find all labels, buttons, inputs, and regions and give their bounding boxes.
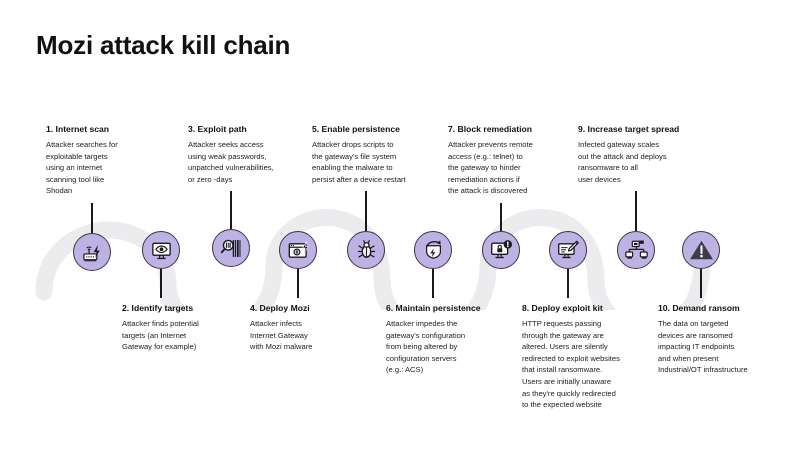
step-title-6: 6. Maintain persistence <box>386 303 481 313</box>
step-body-1: Attacker searches for exploitable target… <box>46 140 118 196</box>
step-title-5: 5. Enable persistence <box>312 124 400 134</box>
step-node-10[interactable] <box>682 231 720 269</box>
network-spread-icon <box>624 239 648 262</box>
step-body-4: Attacker infects Internet Gateway with M… <box>250 319 313 352</box>
page-title: Mozi attack kill chain <box>36 30 291 60</box>
step-body-3: Attacker seeks access using weak passwor… <box>188 140 274 184</box>
shield-bolt-arrow-icon <box>422 239 445 262</box>
step-body-6: Attacker impedes the gateway's configura… <box>386 319 466 375</box>
step-body-8: HTTP requests passing through the gatewa… <box>522 319 620 410</box>
connector-line <box>230 191 232 229</box>
connector-line <box>700 269 702 298</box>
step-title-4: 4. Deploy Mozi <box>250 303 310 313</box>
connector-line <box>567 269 569 298</box>
step-title-1: 1. Internet scan <box>46 124 110 134</box>
step-node-4[interactable] <box>279 231 317 269</box>
step-node-6[interactable] <box>414 231 452 269</box>
router-wifi-bolt-icon <box>81 241 104 264</box>
step-title-2: 2. Identify targets <box>122 303 194 313</box>
connector-line <box>365 191 367 231</box>
bug-icon <box>355 239 378 262</box>
step-node-8[interactable] <box>549 231 587 269</box>
step-node-9[interactable] <box>617 231 655 269</box>
step-node-7[interactable] <box>482 231 520 269</box>
connector-line <box>500 203 502 231</box>
step-node-2[interactable] <box>142 231 180 269</box>
step-body-7: Attacker prevents remote access (e.g.: t… <box>448 140 533 196</box>
browser-window-install-icon <box>287 239 310 262</box>
monitor-edit-pencil-icon <box>557 239 580 262</box>
connector-line <box>432 269 434 298</box>
magnifier-barcode-icon <box>220 237 243 260</box>
step-node-5[interactable] <box>347 231 385 269</box>
step-body-10: The data on targeted devices are ransome… <box>658 319 748 375</box>
connector-line <box>160 269 162 298</box>
monitor-lock-alert-icon <box>490 239 513 262</box>
step-node-1[interactable] <box>73 233 111 271</box>
step-body-2: Attacker finds potential targets (an Int… <box>122 319 199 352</box>
step-body-9: Infected gateway scales out the attack a… <box>578 140 667 184</box>
step-title-8: 8. Deploy exploit kit <box>522 303 603 313</box>
connector-line <box>297 269 299 298</box>
warning-triangle-icon <box>689 238 714 263</box>
step-title-3: 3. Exploit path <box>188 124 247 134</box>
monitor-eye-icon <box>150 239 173 262</box>
step-title-7: 7. Block remediation <box>448 124 533 134</box>
connector-line <box>635 191 637 231</box>
connector-line <box>91 203 93 233</box>
step-body-5: Attacker drops scripts to the gateway's … <box>312 140 406 184</box>
step-node-3[interactable] <box>212 229 250 267</box>
step-title-9: 9. Increase target spread <box>578 124 680 134</box>
step-title-10: 10. Demand ransom <box>658 303 740 313</box>
